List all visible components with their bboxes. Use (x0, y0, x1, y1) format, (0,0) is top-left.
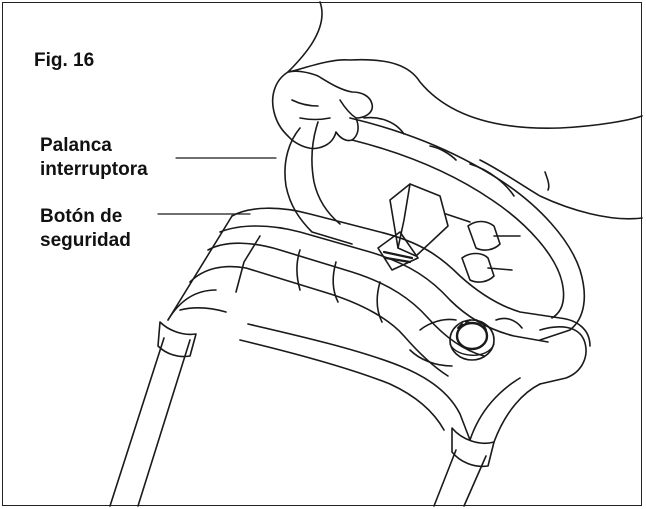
callout-safety-button: Botón de seguridad (40, 205, 131, 253)
adjuster-knob (449, 319, 495, 361)
callout-safety-button-line1: Botón de (40, 206, 123, 227)
inner-frame (247, 323, 471, 441)
right-bracket (539, 326, 587, 385)
switch-lever (284, 127, 353, 245)
right-tube (433, 449, 457, 507)
callout-safety-button-line2: seguridad (40, 230, 131, 251)
hand-outline (271, 70, 374, 150)
arm-outline (287, 1, 643, 130)
callout-switch-lever-line2: interruptora (40, 159, 148, 180)
handle-body (231, 207, 591, 347)
callout-switch-lever-line1: Palanca (40, 135, 112, 156)
top-bar (349, 117, 586, 341)
left-tube (109, 337, 165, 507)
figure-label: Fig. 16 (34, 50, 95, 71)
arm-outline-right (479, 159, 643, 220)
callout-switch-lever: Palanca interruptora (40, 134, 148, 182)
